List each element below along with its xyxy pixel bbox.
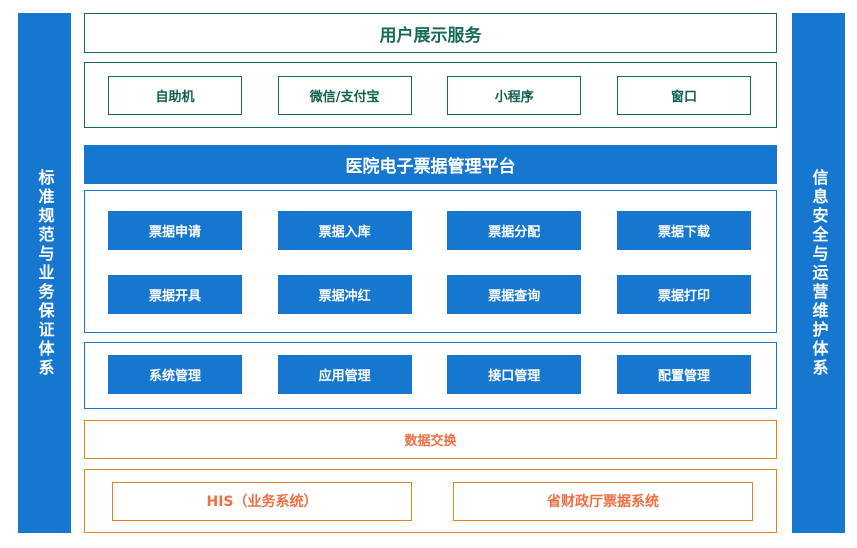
left-pillar-label: 标准规范与业务保证体系 — [35, 168, 55, 378]
mgmt-interface: 接口管理 — [447, 355, 582, 394]
feature-invoice-reversal: 票据冲红 — [277, 275, 412, 314]
channel-wechat-alipay: 微信/支付宝 — [277, 75, 412, 115]
feature-invoice-query: 票据查询 — [447, 275, 582, 314]
platform-title: 医院电子票据管理平台 — [345, 157, 516, 177]
right-pillar-security: 信息安全与运营维护体系 — [792, 13, 845, 533]
channels-layer: 自助机 微信/支付宝 小程序 窗口 — [84, 62, 777, 128]
feature-invoice-issue: 票据开具 — [108, 275, 242, 314]
mgmt-application: 应用管理 — [277, 355, 412, 394]
external-systems-layer: HIS（业务系统） 省财政厅票据系统 — [84, 469, 777, 533]
feature-invoice-distribution: 票据分配 — [447, 211, 582, 250]
channel-self-service-kiosk: 自助机 — [108, 75, 242, 115]
external-system-provincial-finance: 省财政厅票据系统 — [453, 481, 753, 521]
feature-invoice-apply: 票据申请 — [108, 211, 242, 250]
left-pillar-standards: 标准规范与业务保证体系 — [18, 13, 71, 533]
feature-invoice-download: 票据下载 — [616, 211, 751, 250]
feature-invoice-print: 票据打印 — [616, 275, 751, 314]
management-layer: 系统管理 应用管理 接口管理 配置管理 — [84, 342, 777, 409]
external-system-his: HIS（业务系统） — [112, 481, 412, 521]
data-exchange-label: 数据交换 — [404, 434, 457, 449]
mgmt-configuration: 配置管理 — [616, 355, 751, 394]
platform-banner: 医院电子票据管理平台 — [84, 145, 777, 184]
main-column: 用户展示服务 自助机 微信/支付宝 小程序 窗口 医院电子票据管理平台 票据申请… — [84, 13, 777, 533]
user-display-service-title: 用户展示服务 — [379, 25, 482, 46]
channel-mini-program: 小程序 — [447, 75, 582, 115]
data-exchange-layer: 数据交换 — [84, 420, 777, 459]
user-display-service-layer: 用户展示服务 — [84, 13, 777, 53]
right-pillar-label: 信息安全与运营维护体系 — [809, 168, 829, 378]
mgmt-system: 系统管理 — [108, 355, 242, 394]
platform-features-layer: 票据申请 票据入库 票据分配 票据下载 票据开具 票据冲红 票据查询 票据打印 — [84, 190, 777, 333]
feature-invoice-inbound: 票据入库 — [277, 211, 412, 250]
channel-window: 窗口 — [616, 75, 751, 115]
